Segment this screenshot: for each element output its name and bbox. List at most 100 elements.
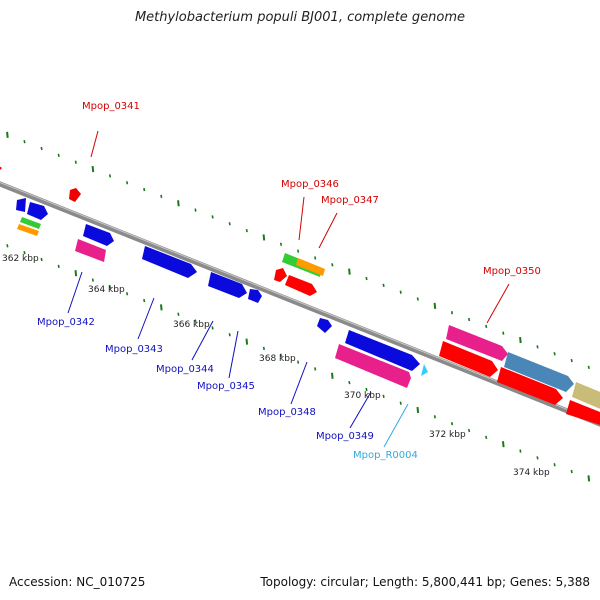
kbp-label: 364 kbp (88, 285, 125, 295)
minor-tick (433, 415, 436, 419)
gene-feature-blue-364[interactable] (83, 224, 114, 246)
minor-tick (74, 160, 77, 164)
label-mpop-0347[interactable]: Mpop_0347 (321, 195, 379, 206)
minor-tick (279, 242, 283, 246)
minor-tick (365, 387, 368, 392)
kbp-label: 366 kbp (173, 320, 210, 330)
gene-feature-mpop-0343[interactable] (142, 246, 197, 278)
minor-tick (297, 249, 300, 253)
leader-lines (67, 130, 510, 448)
label-mpop-0348[interactable]: Mpop_0348 (258, 407, 316, 418)
minor-tick (450, 422, 454, 426)
minor-tick (126, 181, 129, 185)
major-tick (519, 336, 522, 344)
label-mpop-0341[interactable]: Mpop_0341 (82, 101, 140, 112)
gene-feature-red-372[interactable] (497, 367, 563, 405)
minor-tick (587, 365, 590, 370)
kbp-label: 374 kbp (513, 468, 550, 478)
label-mpop-0343[interactable]: Mpop_0343 (105, 344, 163, 355)
gene-feature-blue-left-2[interactable] (27, 202, 48, 220)
major-tick (348, 268, 351, 275)
major-tick (262, 234, 266, 241)
gene-feature-mpop-0347[interactable] (296, 258, 325, 276)
minor-tick (91, 278, 94, 282)
minor-tick (143, 298, 146, 303)
kbp-label: 368 kbp (259, 354, 296, 364)
minor-tick (194, 208, 197, 212)
kbp-label: 362 kbp (2, 254, 39, 264)
gene-feature-red-371[interactable] (439, 341, 498, 377)
label-mpop-0344[interactable]: Mpop_0344 (156, 364, 214, 375)
label-mpop-0342[interactable]: Mpop_0342 (37, 317, 95, 328)
gene-feature-red-346b[interactable] (285, 275, 317, 296)
minor-tick (108, 285, 112, 289)
minor-tick (570, 358, 573, 363)
label-mpop-0346[interactable]: Mpop_0346 (281, 179, 339, 190)
gene-feature-mpop-0345[interactable] (248, 289, 262, 303)
gene-feature-red-346a[interactable] (274, 268, 287, 282)
genome-backbone (0, 181, 600, 427)
minor-tick (228, 333, 231, 337)
gene-feature-blue-left-1[interactable] (16, 198, 26, 212)
minor-tick (262, 346, 265, 351)
minor-tick (382, 394, 385, 398)
label-mpop-0350[interactable]: Mpop_0350 (483, 266, 541, 277)
minor-tick (468, 317, 471, 322)
minor-tick (194, 319, 197, 323)
gene-labels: Mpop_0341 Mpop_0346 Mpop_0347 Mpop_0350 … (37, 101, 541, 461)
minor-tick (126, 292, 129, 296)
gene-feature-blue-369[interactable] (345, 330, 420, 371)
gene-feature-orange-362[interactable] (17, 224, 39, 236)
gene-feature-green-362[interactable] (20, 217, 41, 229)
label-mpop-0345[interactable]: Mpop_0345 (197, 381, 255, 392)
minor-tick (160, 194, 163, 199)
gene-feature-mpop-0342[interactable] (75, 239, 106, 262)
major-tick (177, 200, 180, 207)
minor-tick (416, 297, 419, 301)
gene-feature-khaki-373[interactable] (572, 382, 600, 413)
gene-feature-mpop-0348[interactable] (317, 318, 332, 333)
minor-tick (40, 257, 43, 262)
gene-feature-mpop-r0004[interactable] (421, 364, 428, 376)
gene-feature-red-374[interactable] (566, 400, 600, 428)
gene-feature-mpop-0341[interactable] (69, 188, 81, 202)
major-tick (245, 338, 249, 345)
label-mpop-r0004[interactable]: Mpop_R0004 (353, 450, 418, 461)
major-tick (587, 475, 591, 482)
gene-feature-red-0340[interactable] (0, 162, 2, 172)
minor-tick (314, 256, 317, 260)
major-tick (160, 304, 163, 311)
gene-feature-mpop-0350[interactable] (446, 325, 508, 361)
minor-tick (399, 290, 402, 294)
minor-tick (468, 428, 471, 433)
minor-tick (536, 456, 539, 460)
label-mpop-0349[interactable]: Mpop_0349 (316, 431, 374, 442)
genome-stats-text: Topology: circular; Length: 5,800,441 bp… (260, 575, 590, 589)
minor-tick (553, 463, 556, 467)
accession-text: Accession: NC_010725 (9, 575, 146, 589)
minor-tick (519, 449, 522, 453)
minor-tick (348, 380, 351, 385)
minor-tick (297, 360, 300, 364)
major-tick (91, 165, 95, 173)
major-tick (416, 406, 420, 414)
minor-tick (228, 222, 231, 226)
minor-tick (450, 311, 454, 315)
minor-tick (143, 187, 146, 192)
minor-tick (211, 215, 214, 219)
major-tick (502, 441, 505, 448)
minor-tick (245, 228, 248, 233)
minor-tick (23, 251, 26, 255)
minor-tick (40, 146, 43, 151)
gene-feature-steelblue-372[interactable] (504, 352, 574, 392)
minor-tick (23, 140, 26, 144)
gene-feature-mpop-0349[interactable] (335, 344, 411, 388)
minor-tick (279, 353, 283, 357)
major-tick (6, 131, 9, 138)
kbp-label: 370 kbp (344, 391, 381, 401)
map-title: Methylobacterium populi BJ001, complete … (134, 10, 466, 25)
gene-feature-mpop-0344[interactable] (208, 272, 247, 298)
minor-tick (399, 401, 402, 405)
minor-tick (536, 345, 539, 349)
